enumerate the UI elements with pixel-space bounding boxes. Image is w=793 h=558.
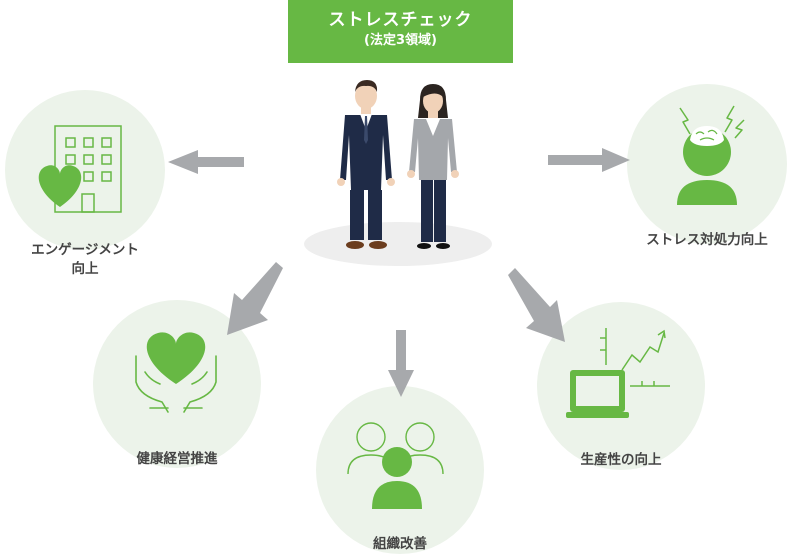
engagement-label-line1: エンゲージメント [31, 242, 139, 258]
arrow-to-stress-coping [548, 148, 630, 172]
stress-coping-label: ストレス対処力向上 [646, 232, 768, 248]
engagement-label-line2: 向上 [71, 261, 99, 277]
title-box: ストレスチェック (法定3領域) [288, 0, 513, 63]
businessman-figure [337, 80, 395, 249]
heart-icon [38, 165, 82, 207]
stressed-person-icon [677, 126, 737, 205]
team-icon [347, 422, 444, 509]
productivity-label: 生産性の向上 [580, 452, 662, 468]
lightning-icon [679, 105, 745, 139]
hands-icon [135, 355, 217, 413]
laptop-icon [566, 370, 629, 418]
organization-label: 組織改善 [373, 536, 427, 552]
heart-icon [146, 332, 206, 384]
engagement-label: エンゲージメント 向上 [5, 241, 165, 279]
arrow-to-health-management [227, 262, 283, 335]
arrow-to-engagement [168, 150, 244, 174]
businesswoman-figure [407, 84, 459, 249]
growth-chart-icon [600, 328, 670, 387]
diagram-title: ストレスチェック [328, 10, 473, 30]
floor-shadow [304, 222, 492, 266]
diagram-subtitle: (法定3領域) [364, 33, 437, 48]
engagement-circle [5, 90, 165, 250]
health-management-label: 健康経営推進 [136, 451, 218, 467]
arrow-to-organization [388, 330, 414, 397]
arrow-to-productivity [508, 268, 565, 342]
